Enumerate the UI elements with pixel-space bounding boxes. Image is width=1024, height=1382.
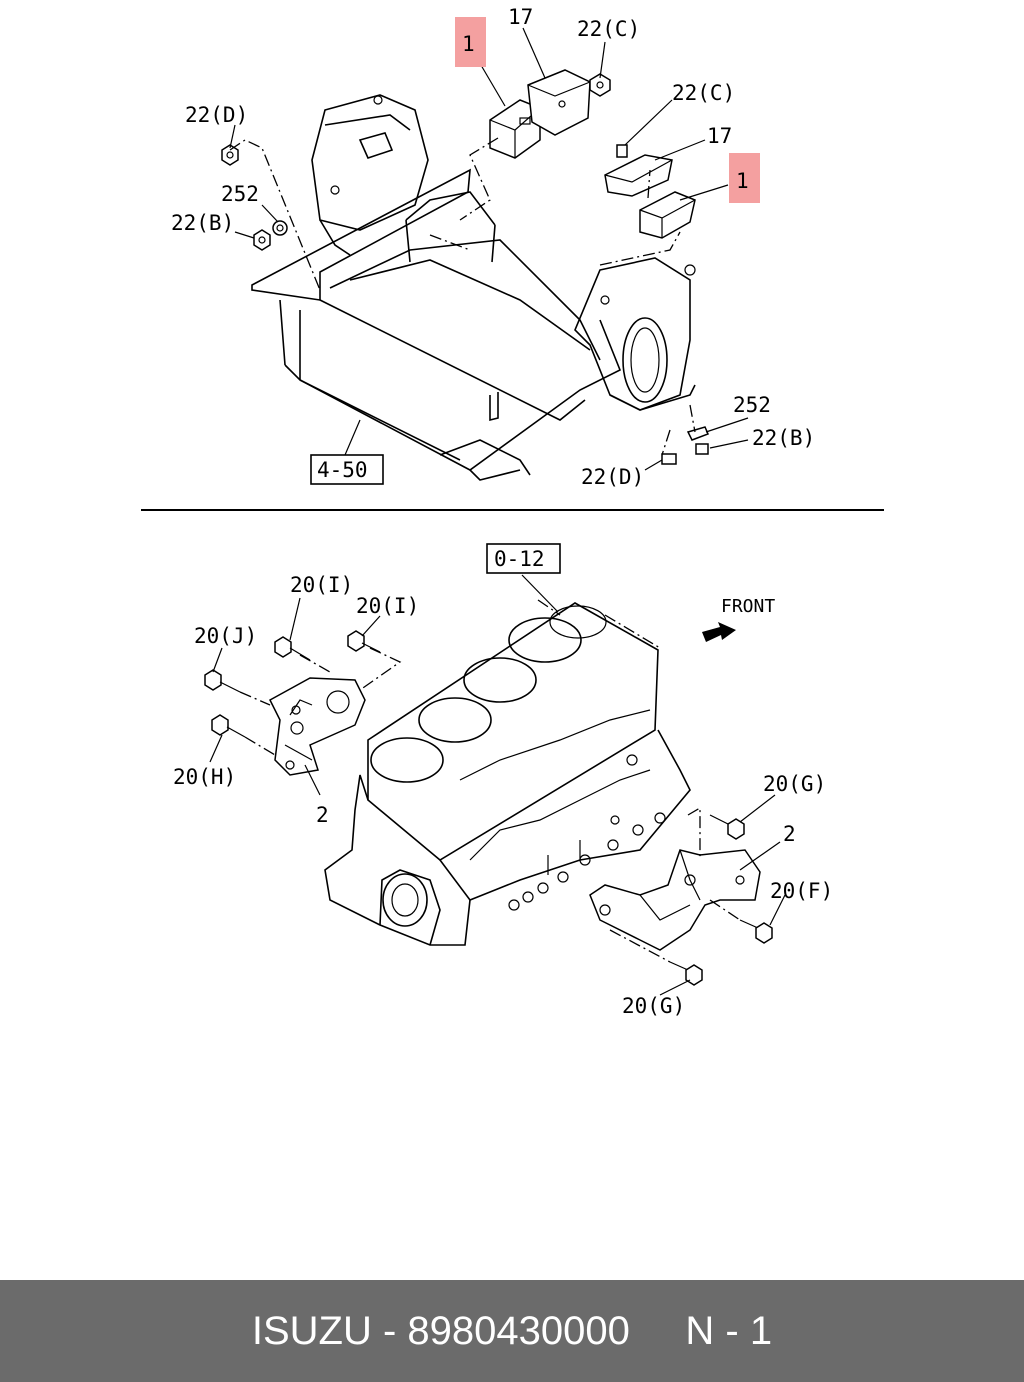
bolt-20f xyxy=(739,919,773,944)
footer-bar: ISUZU - 8980430000 N - 1 xyxy=(0,1280,1024,1382)
ref-box-4-50 xyxy=(310,454,384,485)
label-part-20h: 20(H) xyxy=(173,765,236,789)
ref-box-0-12 xyxy=(486,543,561,574)
bolt-20i-b xyxy=(347,630,381,653)
nut-22d-left xyxy=(221,144,239,166)
label-front: FRONT xyxy=(721,596,775,617)
label-part-20g-bottom: 20(G) xyxy=(622,994,685,1018)
washer-252-right xyxy=(686,426,709,441)
label-part-1-top: 1 xyxy=(462,32,475,56)
label-part-252-left: 252 xyxy=(221,182,259,206)
label-part-2-right: 2 xyxy=(783,822,796,846)
label-part-22b-left: 22(B) xyxy=(171,211,234,235)
label-part-22d-left: 22(D) xyxy=(185,103,248,127)
highlight-box-part-1-right xyxy=(729,153,760,203)
label-part-20i-b: 20(I) xyxy=(356,594,419,618)
bolt-20g-a xyxy=(709,814,745,840)
label-part-17-top: 17 xyxy=(508,5,533,29)
engine-bracket-left xyxy=(269,677,366,776)
label-part-2-left: 2 xyxy=(316,803,329,827)
crossmember-frame xyxy=(251,94,696,481)
top-centre-lines xyxy=(229,137,696,456)
label-part-22c-top: 22(C) xyxy=(577,17,640,41)
front-arrow-icon xyxy=(702,622,736,642)
label-part-17-right: 17 xyxy=(707,124,732,148)
label-part-1-right: 1 xyxy=(736,169,749,193)
nut-22d-right xyxy=(661,453,677,465)
bolt-20h xyxy=(211,714,246,738)
nut-22b-left xyxy=(253,229,271,251)
nut-22c-right xyxy=(616,144,628,158)
parts-diagram: 1 17 22(C) 22(C) 17 1 22(D) 252 22(B) 25… xyxy=(141,5,884,1018)
washer-252-left xyxy=(272,220,288,236)
ref-label-0-12: 0-12 xyxy=(494,547,545,571)
engine-bracket-right xyxy=(589,849,761,951)
label-part-252-right: 252 xyxy=(733,393,771,417)
bolt-20j xyxy=(204,669,241,693)
label-part-22b-right: 22(B) xyxy=(752,426,815,450)
label-part-22d-right: 22(D) xyxy=(581,465,644,489)
bottom-leaders xyxy=(209,574,786,996)
label-part-20j: 20(J) xyxy=(194,624,257,648)
label-part-20f: 20(F) xyxy=(770,879,833,903)
heat-shield-right xyxy=(604,154,673,197)
bolt-20i-a xyxy=(274,636,311,661)
label-part-20i-a: 20(I) xyxy=(290,573,353,597)
top-leaders xyxy=(229,27,749,471)
label-part-22c-right: 22(C) xyxy=(672,81,735,105)
bottom-centre-lines xyxy=(239,599,741,963)
label-part-20g-top: 20(G) xyxy=(763,772,826,796)
footer-part-number: ISUZU - 8980430000 N - 1 xyxy=(251,1309,773,1353)
highlight-box-part-1-top xyxy=(455,17,486,67)
heat-shield-left xyxy=(527,69,591,136)
nut-22b-right xyxy=(695,443,709,455)
engine-block xyxy=(324,602,691,946)
ref-label-4-50: 4-50 xyxy=(317,458,368,482)
engine-mount-right xyxy=(639,191,696,239)
